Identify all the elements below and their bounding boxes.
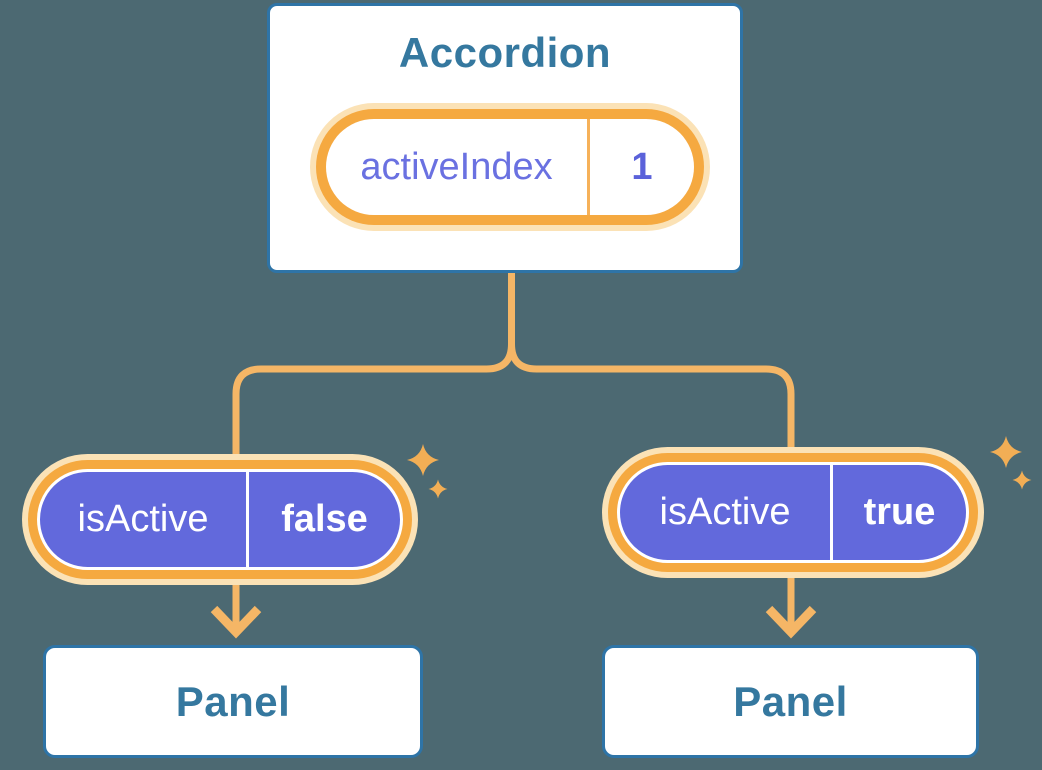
- wire-left-branch: [232, 273, 515, 457]
- sparkle-icon: [990, 436, 1022, 468]
- component-title: Panel: [733, 677, 848, 725]
- component-title: Accordion: [398, 29, 612, 76]
- prop-name-label: isActive: [659, 491, 791, 533]
- sparkle-icon: [407, 444, 439, 476]
- pill-divider: [830, 465, 833, 560]
- prop-pill-isactive-false: isActive false: [37, 469, 403, 570]
- arrowhead-down-icon: [210, 605, 262, 639]
- prop-value-label: true: [863, 491, 936, 533]
- sparkle-icon: [1012, 470, 1032, 490]
- panel-component-box: Panel: [43, 645, 423, 758]
- pill-divider: [246, 472, 249, 567]
- state-value-label: 1: [631, 145, 653, 188]
- state-pill-activeindex: activeIndex 1: [326, 119, 694, 215]
- prop-name-label: isActive: [77, 498, 209, 540]
- prop-value-label: false: [281, 498, 368, 540]
- prop-pill-isactive-true: isActive true: [617, 462, 969, 563]
- pill-divider: [587, 119, 590, 215]
- panel-component-box: Panel: [602, 645, 979, 758]
- component-title: Panel: [175, 677, 291, 725]
- wire-right-branch: [508, 273, 795, 450]
- sparkle-icon: [428, 479, 448, 499]
- state-name-label: activeIndex: [360, 145, 553, 188]
- arrowhead-down-icon: [765, 605, 817, 639]
